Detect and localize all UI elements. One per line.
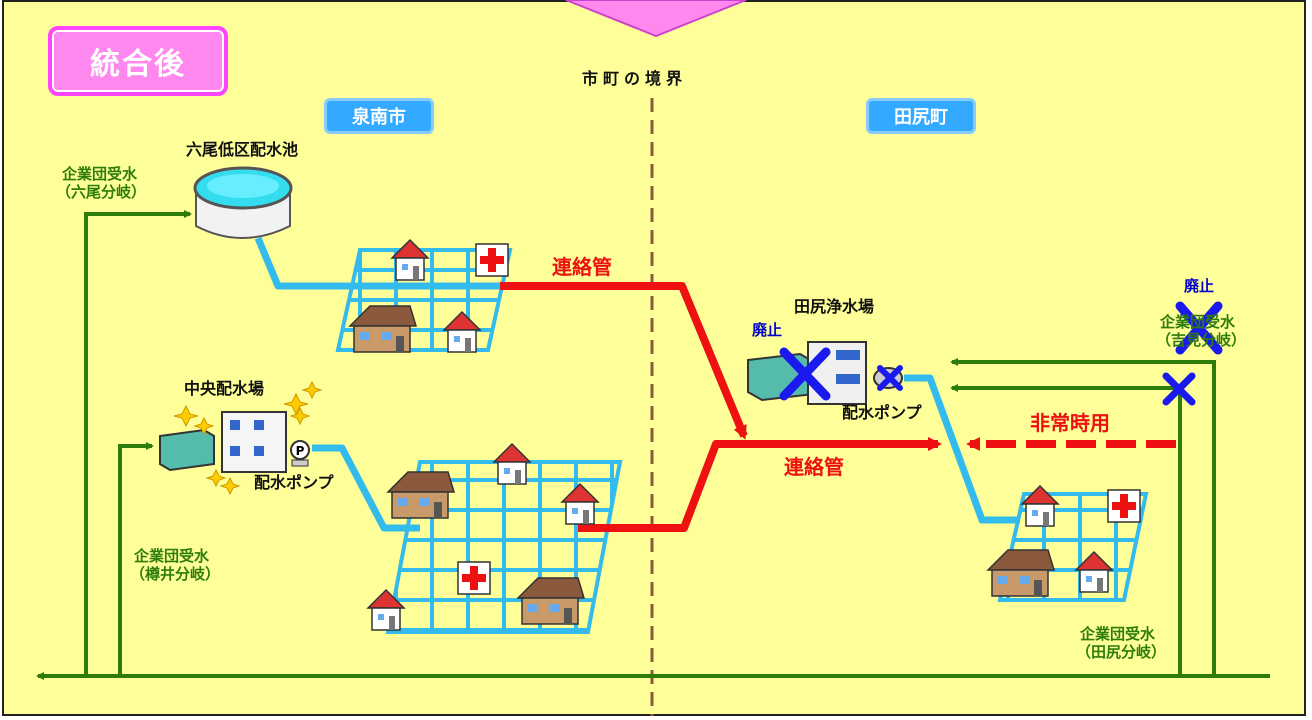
bulk-yoshimi-label-2: （吉見分岐）	[1156, 331, 1247, 349]
bulk-tajiri-label-2: （田尻分岐）	[1076, 643, 1167, 661]
connection-pipe-label-top: 連絡管	[552, 255, 612, 279]
hospital-icon	[457, 561, 491, 595]
house-icon	[442, 310, 482, 353]
city-label-tajiri: 田尻町	[866, 98, 976, 134]
after-integration-badge: 統合後	[48, 26, 228, 96]
hospitals-group	[457, 243, 1141, 595]
transition-arrow-icon	[565, 0, 747, 38]
svg-text:P: P	[296, 444, 305, 458]
pump-left-label: 配水ポンプ	[254, 473, 334, 492]
hospital-icon	[1107, 489, 1141, 523]
boundary-label: 市町の境界	[582, 69, 688, 88]
bulk-tajiri-label-1: 企業団受水	[1080, 625, 1156, 643]
bulk-yoshimi-label-1: 企業団受水	[1160, 313, 1236, 331]
house-icon	[516, 577, 586, 625]
abolish-yoshimi-label: 廃止	[1184, 277, 1215, 295]
houses-group	[348, 238, 1114, 631]
tajiri-plant-label: 田尻浄水場	[794, 297, 875, 316]
abolished-yoshimi-x-icon	[1175, 301, 1223, 355]
connection-pipes	[500, 282, 1176, 532]
bulk-water-pipes	[36, 210, 1270, 680]
bulk-tarui-label-1: 企業団受水	[134, 547, 210, 565]
house-icon	[1020, 484, 1060, 527]
house-icon	[1074, 550, 1114, 593]
abolished-pump-x-icon	[877, 365, 903, 391]
sparkle-icons	[173, 380, 323, 496]
abolish-plant-label: 廃止	[752, 321, 783, 339]
abolished-plant-x-icon	[779, 347, 831, 401]
abolished-x-marks	[779, 301, 1223, 406]
house-icon	[366, 588, 406, 631]
bulk-rokuo-label-2: （六尾分岐）	[56, 183, 147, 201]
house-icon	[560, 482, 600, 525]
pump-right-label: 配水ポンプ	[842, 403, 922, 422]
hospital-icon	[475, 243, 509, 277]
house-icon	[386, 471, 456, 519]
house-icon	[986, 549, 1056, 597]
city-label-sennan: 泉南市	[324, 98, 434, 134]
central-station-label: 中央配水場	[184, 379, 265, 398]
rokuo-reservoir-label: 六尾低区配水池	[186, 140, 299, 159]
bulk-rokuo-label-1: 企業団受水	[62, 165, 138, 183]
house-icon	[390, 238, 430, 281]
central-station-icon	[159, 411, 287, 473]
pump-p-icon: P	[290, 440, 310, 467]
emergency-label: 非常時用	[1030, 411, 1110, 435]
connection-pipe-label-bottom: 連絡管	[784, 455, 844, 479]
house-icon	[492, 442, 532, 485]
rokuo-reservoir-icon	[193, 166, 293, 239]
abolished-valve-x-icon	[1162, 372, 1196, 406]
bulk-tarui-label-2: （樽井分岐）	[130, 565, 221, 583]
house-icon	[348, 305, 418, 353]
